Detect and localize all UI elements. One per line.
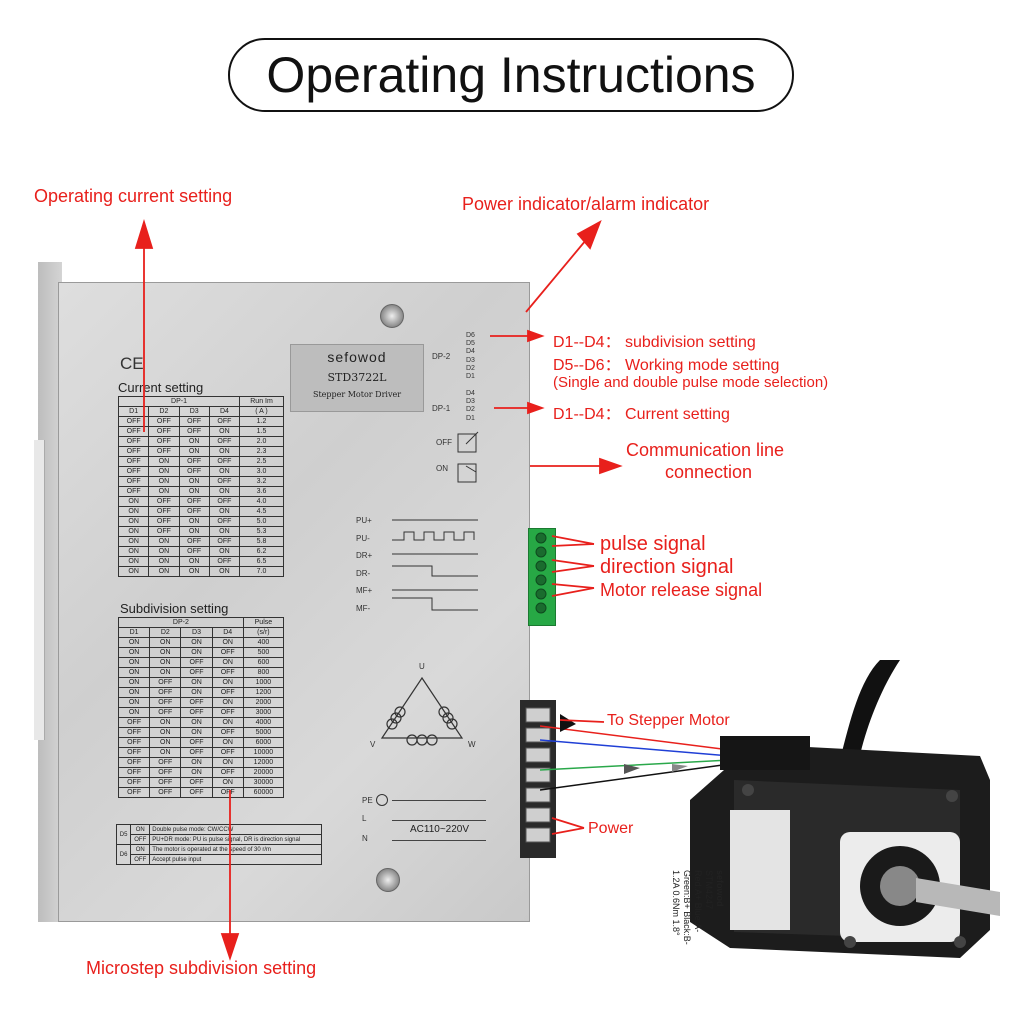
power-terminal-slots xyxy=(525,707,551,843)
annotation-communication-2: connection xyxy=(665,462,753,482)
annotation-communication-1: Communication line xyxy=(626,440,785,460)
pe-label: PE xyxy=(362,796,373,805)
annotation-motor-release: Motor release signal xyxy=(600,580,763,600)
table-cell: OFF xyxy=(211,787,244,798)
top-screw-icon xyxy=(380,304,404,328)
dip-label: D6 xyxy=(466,332,475,339)
brand-name: sefowod xyxy=(327,349,387,365)
annotation-to-stepper: To Stepper Motor xyxy=(607,712,730,729)
signal-label: MF+ xyxy=(356,586,373,595)
table-cell: 7.0 xyxy=(239,566,284,577)
annotation-d1-d4-subdivision: D1--D4： subdivision setting xyxy=(553,334,756,351)
annotation-power: Power xyxy=(588,820,634,837)
motor-wires xyxy=(540,714,731,791)
phase-w-label: W xyxy=(468,740,476,749)
annotation-pulse-signal: pulse signal xyxy=(600,533,706,555)
table-cell: OFF xyxy=(180,787,213,798)
phase-winding-icon xyxy=(380,676,464,746)
annotation-d5-d6-mode: D5--D6： Working mode setting xyxy=(553,357,780,374)
mode-description: Accept pulse input xyxy=(149,854,322,865)
dip-label: D3 xyxy=(466,398,475,406)
dip-label: D1 xyxy=(466,414,475,422)
ac-voltage-label: AC110~220V xyxy=(410,824,470,835)
ce-mark: CE xyxy=(120,354,144,373)
current-setting-title: Current setting xyxy=(118,380,204,395)
waveform-diagram xyxy=(392,519,478,611)
mode-switch-label: D5 xyxy=(115,824,132,845)
terminal-screws xyxy=(535,532,547,614)
annotation-pulse-mode: (Single and double pulse mode selection) xyxy=(553,374,829,391)
l-line xyxy=(392,820,486,821)
signal-label: PU+ xyxy=(356,516,372,525)
dip-label: D1 xyxy=(466,373,475,381)
table-cell: OFF xyxy=(117,787,151,798)
driver-mount-slot xyxy=(34,440,45,740)
signal-label: MF- xyxy=(356,603,371,613)
n-line xyxy=(392,840,486,841)
phase-u-label: U xyxy=(419,662,425,671)
table-cell: ON xyxy=(208,566,241,577)
subdivision-setting-title: Subdivision setting xyxy=(120,601,229,616)
title-text: Operating Instructions xyxy=(266,47,756,103)
ground-icon xyxy=(376,794,388,806)
mode-switch-label: D6 xyxy=(115,844,132,865)
annotation-operating-current: Operating current setting xyxy=(34,186,233,206)
pe-line xyxy=(392,800,486,801)
bottom-screw-icon xyxy=(376,868,400,892)
signal-label: DR+ xyxy=(356,551,373,560)
dip-label: D4 xyxy=(466,348,475,356)
mode-state: OFF xyxy=(130,854,151,865)
n-label: N xyxy=(362,834,368,843)
stepper-motor-image xyxy=(690,660,1000,958)
mode-table: D5 ON Double pulse mode: CW/CCW OFF PU+D… xyxy=(115,824,322,865)
signal-label: DR- xyxy=(356,568,371,578)
page-title: Operating Instructions xyxy=(228,38,794,112)
dip-label: D5 xyxy=(466,340,475,348)
phase-v-label: V xyxy=(370,740,376,749)
signal-labels: PU+ PU- DR+ DR- MF+ MF- xyxy=(356,512,372,617)
switch-off-label: OFF xyxy=(436,438,452,447)
table-cell: 60000 xyxy=(242,787,285,798)
annotation-d1-d4-current: D1--D4： Current setting xyxy=(553,406,730,423)
dip-label: D2 xyxy=(466,406,475,414)
signal-label: PU- xyxy=(356,533,370,543)
annotation-microstep: Microstep subdivision setting xyxy=(86,958,317,978)
switch-on-label: ON xyxy=(436,464,448,473)
dip-label: D3 xyxy=(466,356,475,364)
table-cell: OFF xyxy=(149,787,182,798)
dp2-label: DP-2 xyxy=(432,352,451,361)
dip-lower-labels: D4 D3 D2 D1 xyxy=(466,390,475,423)
dip-upper-labels: D6 D5 D4 D3 D2 D1 xyxy=(466,332,475,381)
switch-symbol-icon xyxy=(457,431,479,483)
annotation-direction-signal: direction signal xyxy=(600,556,734,578)
annotation-power-indicator: Power indicator/alarm indicator xyxy=(462,194,710,214)
model-name: STD3722L xyxy=(327,371,387,384)
l-label: L xyxy=(362,814,367,823)
model-plate: sefowod STD3722L Stepper Motor Driver xyxy=(290,344,424,412)
model-subtitle: Stepper Motor Driver xyxy=(312,390,402,399)
dp1-label: DP-1 xyxy=(432,404,451,413)
dip-label: D2 xyxy=(466,364,475,372)
dip-label: D4 xyxy=(466,390,475,397)
